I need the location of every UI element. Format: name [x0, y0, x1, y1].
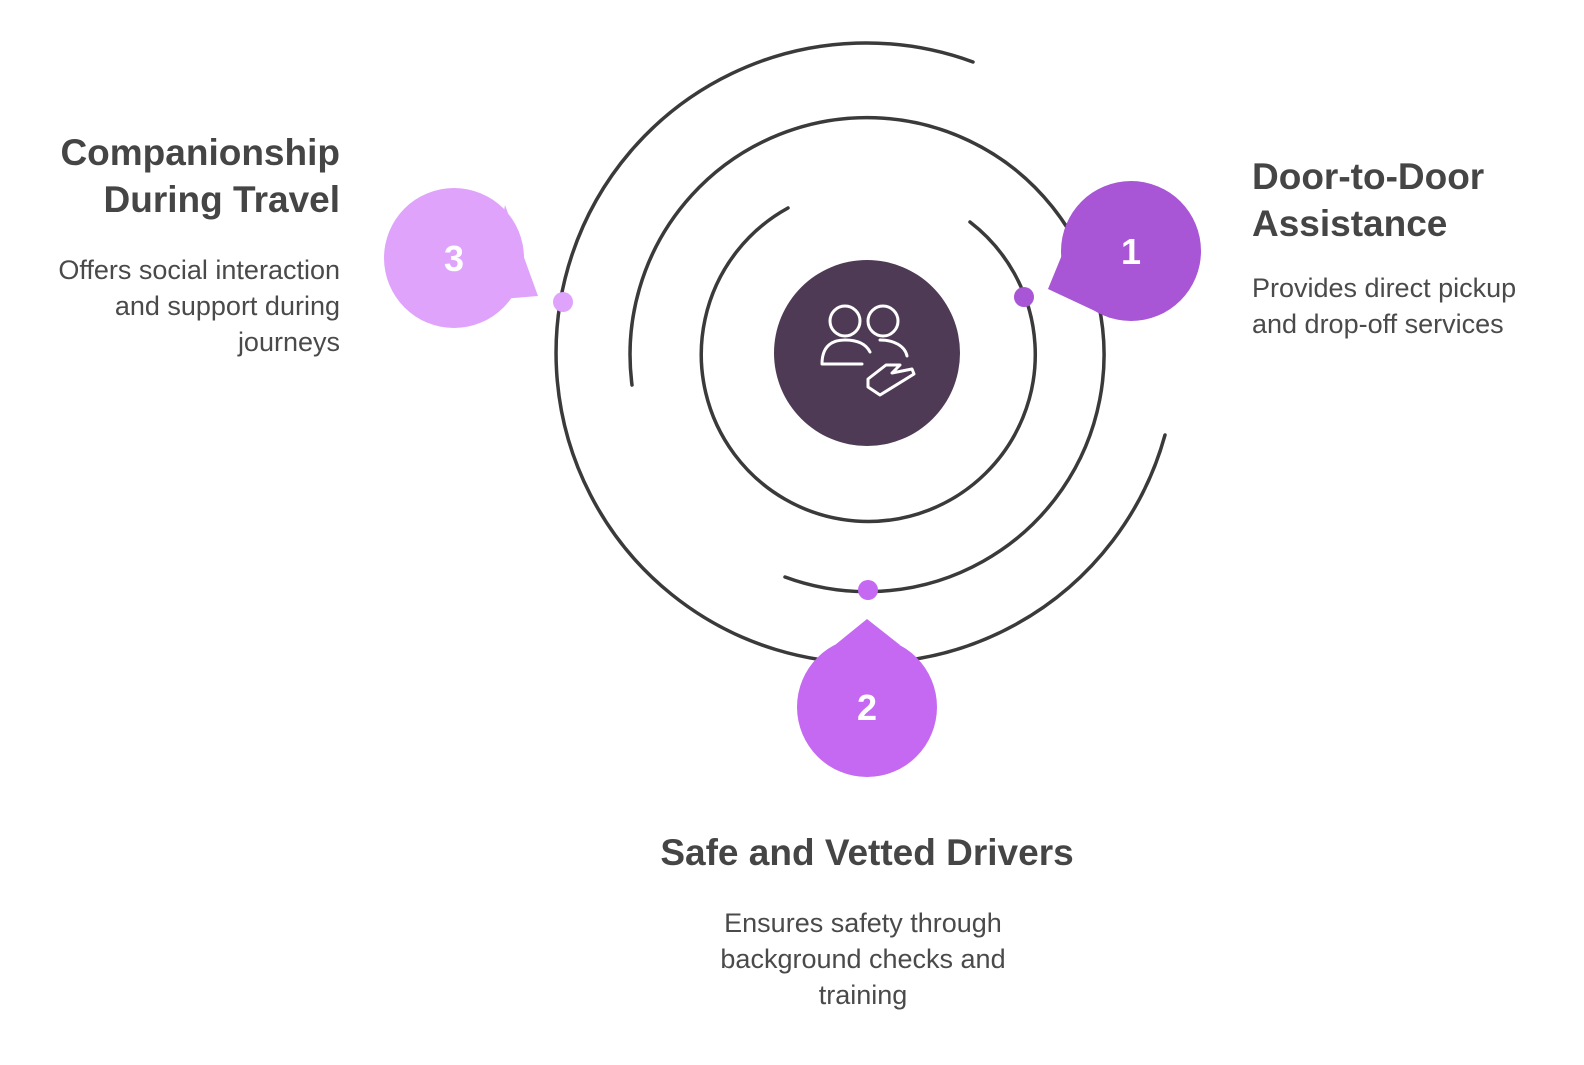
step-1-title-line: Assistance: [1252, 203, 1448, 244]
step-2-number: 2: [857, 687, 877, 728]
step-2-marker-dot: [858, 580, 878, 600]
step-3-description-line: journeys: [237, 327, 340, 357]
step-3-description: Offers social interaction and support du…: [10, 252, 340, 360]
step-1-title-line: Door-to-Door: [1252, 156, 1485, 197]
step-3-description-line: and support during: [114, 291, 340, 321]
people-with-helping-hand-icon: [820, 304, 916, 397]
step-2-description-line: Ensures safety through: [724, 908, 1002, 938]
step-2-description-line: background checks and: [720, 944, 1006, 974]
step-3-marker-dot: [553, 292, 573, 312]
step-3-description-line: Offers social interaction: [58, 255, 340, 285]
step-1-title: Door-to-Door Assistance: [1252, 153, 1484, 247]
step-1-description-line: and drop-off services: [1252, 309, 1504, 339]
step-2-title: Safe and Vetted Drivers: [567, 829, 1167, 876]
inner-ring: [699, 206, 1037, 524]
step-1-number: 1: [1121, 231, 1141, 272]
step-2-description-line: training: [818, 980, 908, 1010]
outer-ring: [554, 41, 1167, 665]
center-disc: [774, 260, 960, 446]
step-3-title-line: Companionship: [60, 132, 340, 173]
step-2-description: Ensures safety through background checks…: [613, 905, 1113, 1013]
step-3-bubble: 3: [384, 188, 538, 328]
step-2-bubble: 2: [797, 619, 937, 777]
step-3-title-line: During Travel: [103, 179, 340, 220]
step-1-description: Provides direct pickup and drop-off serv…: [1252, 270, 1516, 342]
step-3-number: 3: [444, 238, 464, 279]
concentric-rings: [554, 41, 1167, 665]
middle-ring: [628, 115, 1106, 594]
step-1-description-line: Provides direct pickup: [1252, 273, 1517, 303]
center-hub: [774, 260, 960, 446]
step-1-marker-dot: [1014, 287, 1034, 307]
step-1-bubble: 1: [1048, 181, 1201, 321]
step-2-title-line: Safe and Vetted Drivers: [660, 832, 1074, 873]
step-3-title: Companionship During Travel: [10, 129, 340, 223]
